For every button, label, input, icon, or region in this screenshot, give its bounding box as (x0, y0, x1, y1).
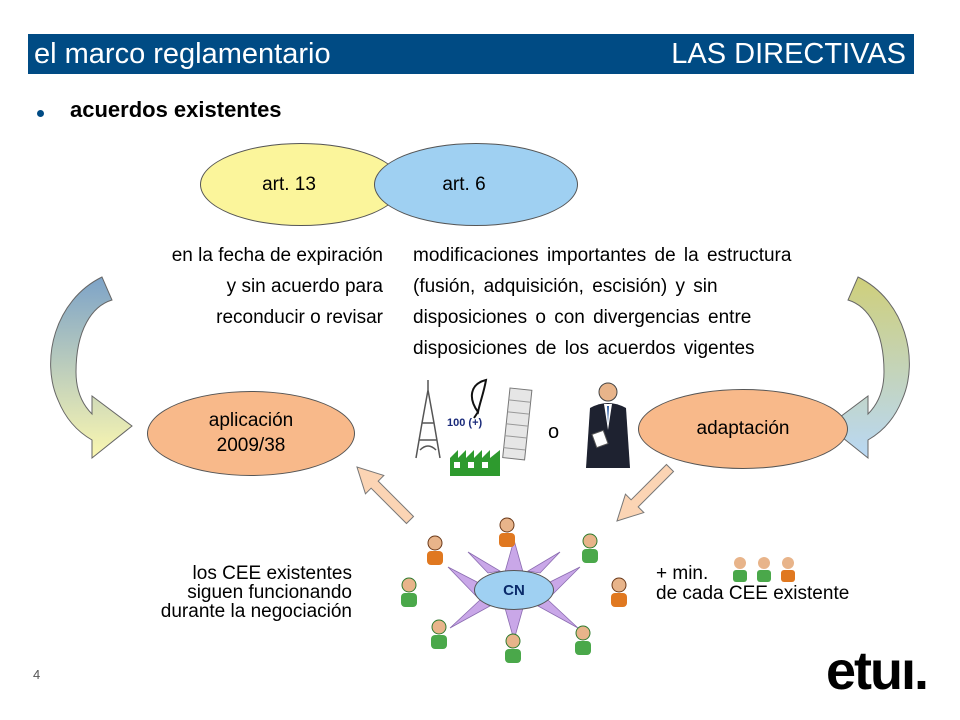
left-condition-line: reconducir o revisar (216, 307, 383, 328)
cn-ellipse: CN (474, 570, 554, 610)
left-conditions: en la fecha de expiración y sin acuerdo … (90, 240, 383, 333)
min-workers-group (733, 557, 795, 582)
aplicacion-label: aplicación (208, 409, 294, 431)
adaptacion-ellipse: adaptación (638, 389, 848, 469)
art6-ellipse: art. 6 (374, 143, 578, 226)
shares-tag: 100 (+) (447, 417, 483, 429)
quill-pen-icon (470, 378, 488, 419)
worker-icon (582, 533, 598, 563)
right-condition-line: (fusión, adquisición, escisión) y sin (413, 276, 718, 297)
cn-left-line: los CEE existentes (192, 563, 352, 584)
cn-workers (401, 517, 627, 663)
worker-icon (781, 557, 795, 582)
worker-icon (499, 517, 515, 547)
page-title: el marco reglamentario (34, 38, 331, 70)
worker-icon (611, 577, 627, 607)
right-condition-line: disposiciones de los acuerdos vigentes (413, 338, 755, 359)
or-label: o (548, 421, 560, 443)
worker-icon (733, 557, 747, 582)
left-curved-arrow (50, 276, 133, 460)
right-condition-line: disposiciones o con divergencias entre (413, 307, 752, 328)
eiffel-tower-icon (415, 380, 441, 459)
adaptacion-label: adaptación (696, 418, 790, 439)
right-conditions: modificaciones importantes de la estruct… (413, 240, 883, 364)
arrow-to-adaptacion (616, 463, 675, 522)
left-condition-line: y sin acuerdo para (226, 276, 383, 297)
factory-icon (450, 450, 500, 476)
aplicacion-ellipse: aplicación 2009/38 (147, 391, 355, 476)
bullet-heading: acuerdos existentes (70, 97, 282, 122)
cn-left-line: durante la negociación (160, 601, 352, 622)
merger-illustration (415, 378, 630, 476)
worker-icon (757, 557, 771, 582)
etui-logo: etuı. (826, 641, 929, 701)
worker-icon (575, 625, 591, 655)
left-condition-line: en la fecha de expiración (171, 245, 383, 266)
cn-label: CN (503, 581, 525, 599)
aplicacion-directive: 2009/38 (216, 434, 286, 456)
art13-label: art. 13 (262, 173, 316, 195)
cn-rays (447, 538, 581, 642)
arrow-to-aplicacion (356, 466, 415, 525)
art13-ellipse: art. 13 (200, 143, 402, 226)
worker-icon (427, 535, 443, 565)
worker-icon (401, 577, 417, 607)
right-curved-arrow (827, 276, 910, 460)
right-condition-line: modificaciones importantes de la estruct… (413, 245, 792, 266)
worker-icon (431, 619, 447, 649)
cn-left-text: los CEE existentes siguen funcionando du… (100, 564, 352, 621)
leaning-tower-icon (502, 387, 533, 461)
art6-label: art. 6 (442, 173, 486, 195)
cn-left-line: siguen funcionando (187, 582, 352, 603)
businessman-icon (586, 382, 630, 468)
cn-right-each: de cada CEE existente (656, 583, 850, 604)
title-bar: el marco reglamentario LAS DIRECTIVAS (28, 34, 914, 74)
cn-right-min: + min. (656, 563, 709, 584)
worker-icon (505, 633, 521, 663)
bullet-dot (37, 110, 44, 117)
page-number: 4 (33, 667, 41, 682)
section-title: LAS DIRECTIVAS (671, 38, 906, 70)
